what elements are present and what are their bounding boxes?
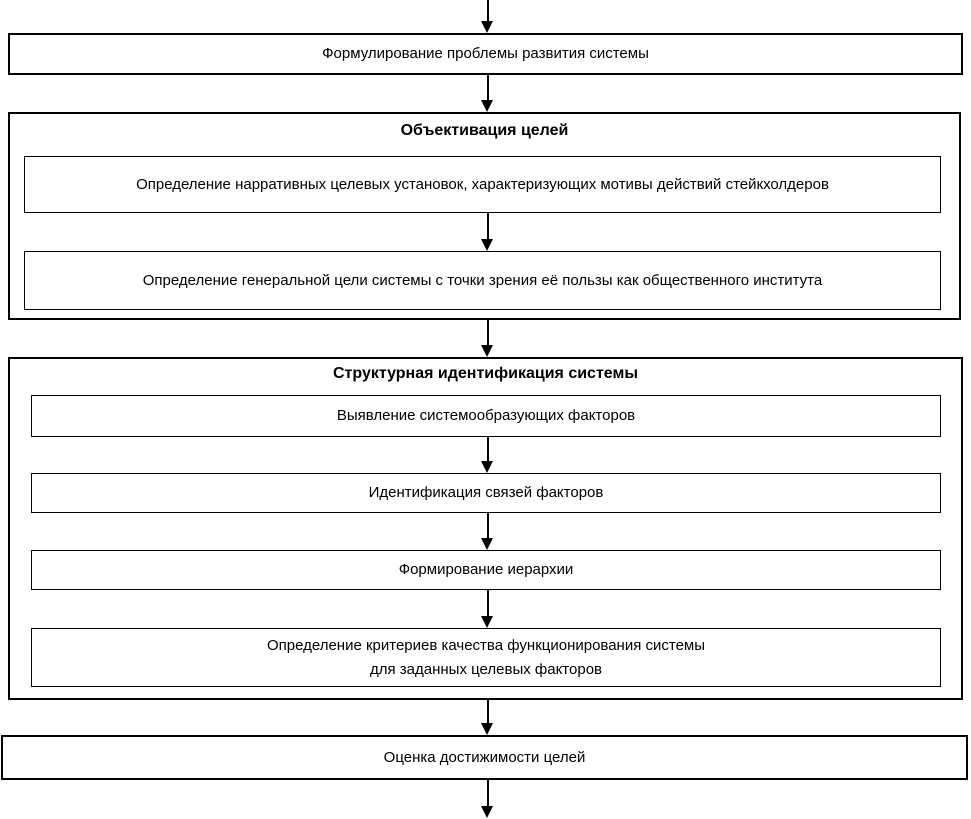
- node-quality-criteria-label-line1: Определение критериев качества функциони…: [266, 637, 706, 655]
- node-problem-formulation: Формулирование проблемы развития системы: [8, 33, 963, 75]
- arrow-down-icon: [481, 213, 494, 251]
- node-system-forming-factors-label: Выявление системообразующих факторов: [336, 407, 636, 425]
- group-structural-identification: Структурная идентификация системы Выявле…: [8, 357, 963, 700]
- node-general-goal: Определение генеральной цели системы с т…: [24, 251, 941, 310]
- group-objectivation-title: Объективация целей: [400, 122, 569, 139]
- node-hierarchy-formation-label: Формирование иерархии: [398, 561, 574, 579]
- node-quality-criteria-label-line2: для заданных целевых факторов: [369, 660, 603, 678]
- node-narrative-goals: Определение нарративных целевых установо…: [24, 156, 941, 213]
- arrow-down-icon: [481, 590, 494, 628]
- arrow-down-icon: [481, 75, 494, 112]
- arrow-down-icon: [481, 700, 494, 735]
- node-factor-links: Идентификация связей факторов: [31, 473, 941, 513]
- group-structural-identification-title: Структурная идентификация системы: [333, 365, 638, 382]
- arrow-down-icon: [481, 0, 494, 33]
- node-narrative-goals-label: Определение нарративных целевых установо…: [136, 175, 829, 193]
- node-hierarchy-formation: Формирование иерархии: [31, 550, 941, 590]
- arrow-down-icon: [481, 780, 494, 818]
- node-factor-links-label: Идентификация связей факторов: [368, 484, 604, 502]
- node-quality-criteria: Определение критериев качества функциони…: [31, 628, 941, 687]
- group-objectivation: Объективация целей Определение нарративн…: [8, 112, 961, 320]
- node-problem-label: Формулирование проблемы развития системы: [322, 45, 649, 63]
- node-goal-attainability: Оценка достижимости целей: [1, 735, 968, 780]
- arrow-down-icon: [481, 437, 494, 473]
- arrow-down-icon: [481, 513, 494, 550]
- arrow-down-icon: [481, 320, 494, 357]
- node-general-goal-label: Определение генеральной цели системы с т…: [142, 271, 823, 289]
- node-system-forming-factors: Выявление системообразующих факторов: [31, 395, 941, 437]
- node-goal-attainability-label: Оценка достижимости целей: [383, 748, 586, 766]
